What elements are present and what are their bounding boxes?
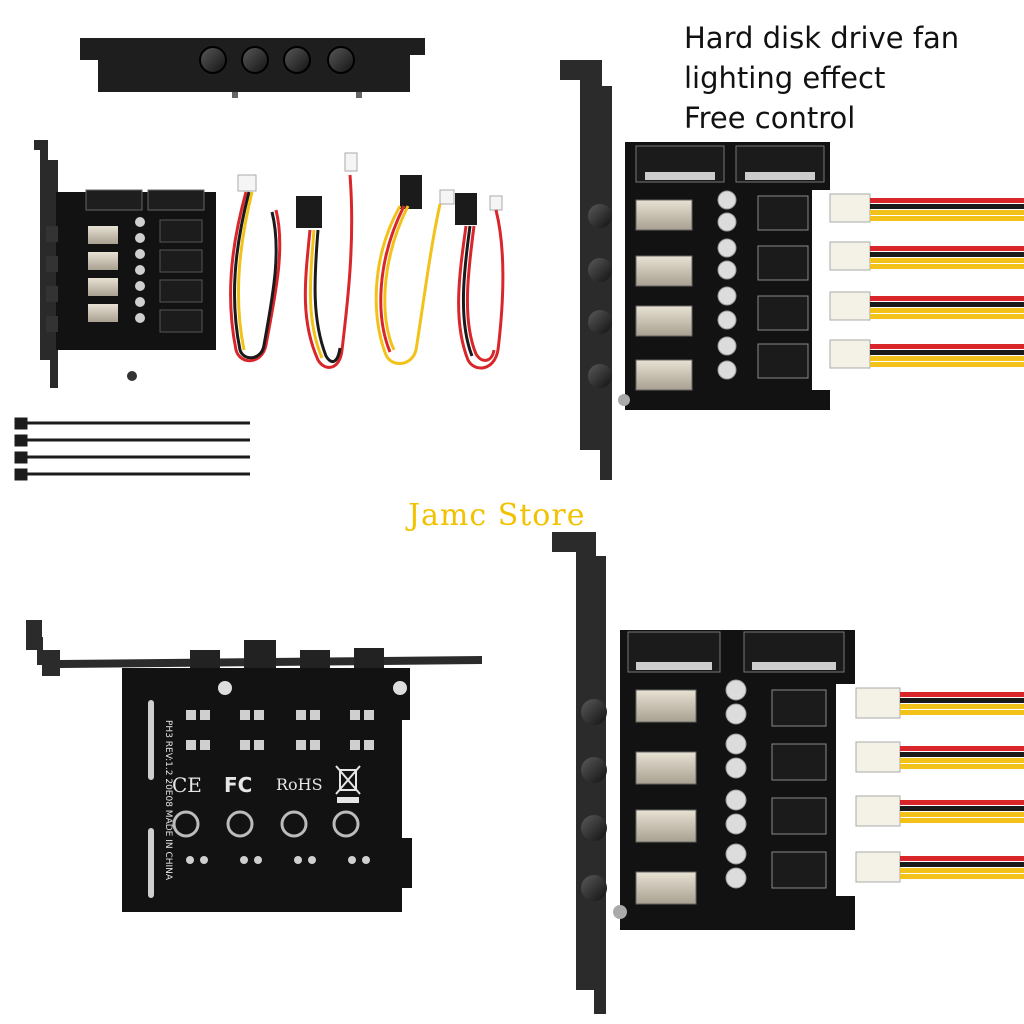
- zip-ties: [14, 417, 250, 481]
- loose-cable-3: [374, 175, 455, 365]
- small-card-capacitors: [135, 217, 145, 323]
- cables-bottom-right: [855, 687, 1024, 883]
- loose-cable-2: [296, 152, 358, 369]
- capacitors-bottom-right: [725, 679, 747, 889]
- rohs-mark: RoHS: [276, 775, 323, 794]
- board-top-right: [560, 60, 1024, 480]
- cables-top-right: [829, 193, 1024, 369]
- mount-screw: [613, 905, 627, 919]
- knobs-bottom-right: [581, 699, 607, 901]
- weee-bin-icon: [335, 765, 361, 803]
- board-bottom-right: [552, 532, 1024, 1014]
- screw: [127, 371, 137, 381]
- headline-line-3: Free control: [684, 101, 856, 135]
- fan-headers-top-right: [757, 195, 809, 379]
- loose-cable-1: [229, 174, 282, 363]
- board-model-marking: PH3 REV:1.2 20E08 MADE IN CHINA: [163, 720, 173, 881]
- mount-screw: [618, 394, 630, 406]
- small-card-switches: [88, 226, 118, 322]
- fc-mark: FC: [224, 773, 252, 797]
- bracket-knobs: [199, 46, 355, 74]
- store-watermark: Jamc Store: [408, 498, 586, 533]
- board-back-side: CE FC RoHS PH3 REV:1.2 20E08 MADE IN CHI…: [26, 620, 482, 912]
- capacitors-top-right: [717, 190, 737, 380]
- fan-headers-bottom-right: [771, 689, 827, 889]
- switches-top-right: [635, 199, 693, 391]
- ce-mark: CE: [172, 773, 202, 797]
- back-knob-posts: [190, 640, 384, 668]
- back-potentiometers: [172, 810, 360, 838]
- loose-cable-4: [455, 193, 505, 370]
- lowprofile-bracket: [80, 38, 425, 98]
- solder-pads: [148, 700, 374, 898]
- small-card-front: [34, 140, 216, 388]
- headline-line-1: Hard disk drive fan: [684, 21, 960, 55]
- headline: Hard disk drive fan lighting effect Free…: [684, 18, 1014, 138]
- knobs-top-right: [588, 204, 612, 388]
- headline-line-2: lighting effect: [684, 61, 886, 95]
- switches-bottom-right: [635, 689, 697, 905]
